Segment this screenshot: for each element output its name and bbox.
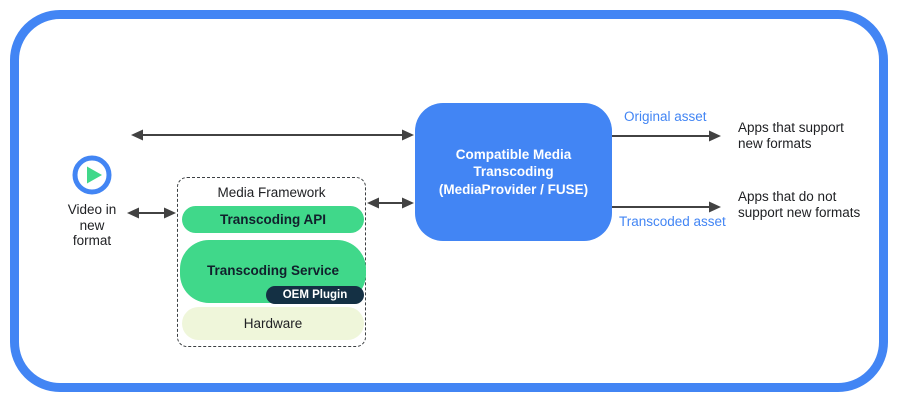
original-asset-label: Original asset [624,109,707,124]
apps-no-support-line-2: support new formats [738,205,861,220]
transcoding-api-label: Transcoding API [219,212,327,227]
oem-plugin-pill: OEM Plugin [266,286,364,304]
transcoding-service-label: Transcoding Service [206,263,340,278]
apps-support-line-2: new formats [738,136,812,151]
transcoding-box-line-2: Transcoding [473,164,554,180]
play-icon [72,155,112,195]
media-framework-box: Media Framework Transcoding API Transcod… [177,177,366,347]
apps-no-support-line-1: Apps that do not [738,189,837,204]
apps-support-label: Apps that support new formats [738,120,844,152]
video-source-line-3: format [72,233,112,248]
arrow-framework-to-transcoding [367,197,414,209]
arrow-original-asset [612,130,721,142]
apps-support-line-1: Apps that support [738,120,844,135]
transcoded-asset-label: Transcoded asset [619,214,726,229]
hardware-label: Hardware [243,316,303,331]
arrow-source-to-transcoding [131,129,414,141]
video-source-line-1: Video in [67,202,117,217]
transcoding-box-line-3: (MediaProvider / FUSE) [438,181,589,197]
apps-no-support-label: Apps that do not support new formats [738,189,860,221]
arrow-transcoded-asset [612,201,721,213]
transcoding-box-line-1: Compatible Media [455,146,572,162]
video-source-label: Video in new format [48,202,136,249]
video-source-line-2: new [79,217,105,233]
compatible-media-transcoding-box: Compatible Media Transcoding (MediaProvi… [415,103,612,241]
transcoding-api-pill: Transcoding API [182,206,364,233]
media-framework-title: Media Framework [217,185,326,200]
hardware-pill: Hardware [182,307,364,340]
oem-plugin-label: OEM Plugin [282,289,348,301]
